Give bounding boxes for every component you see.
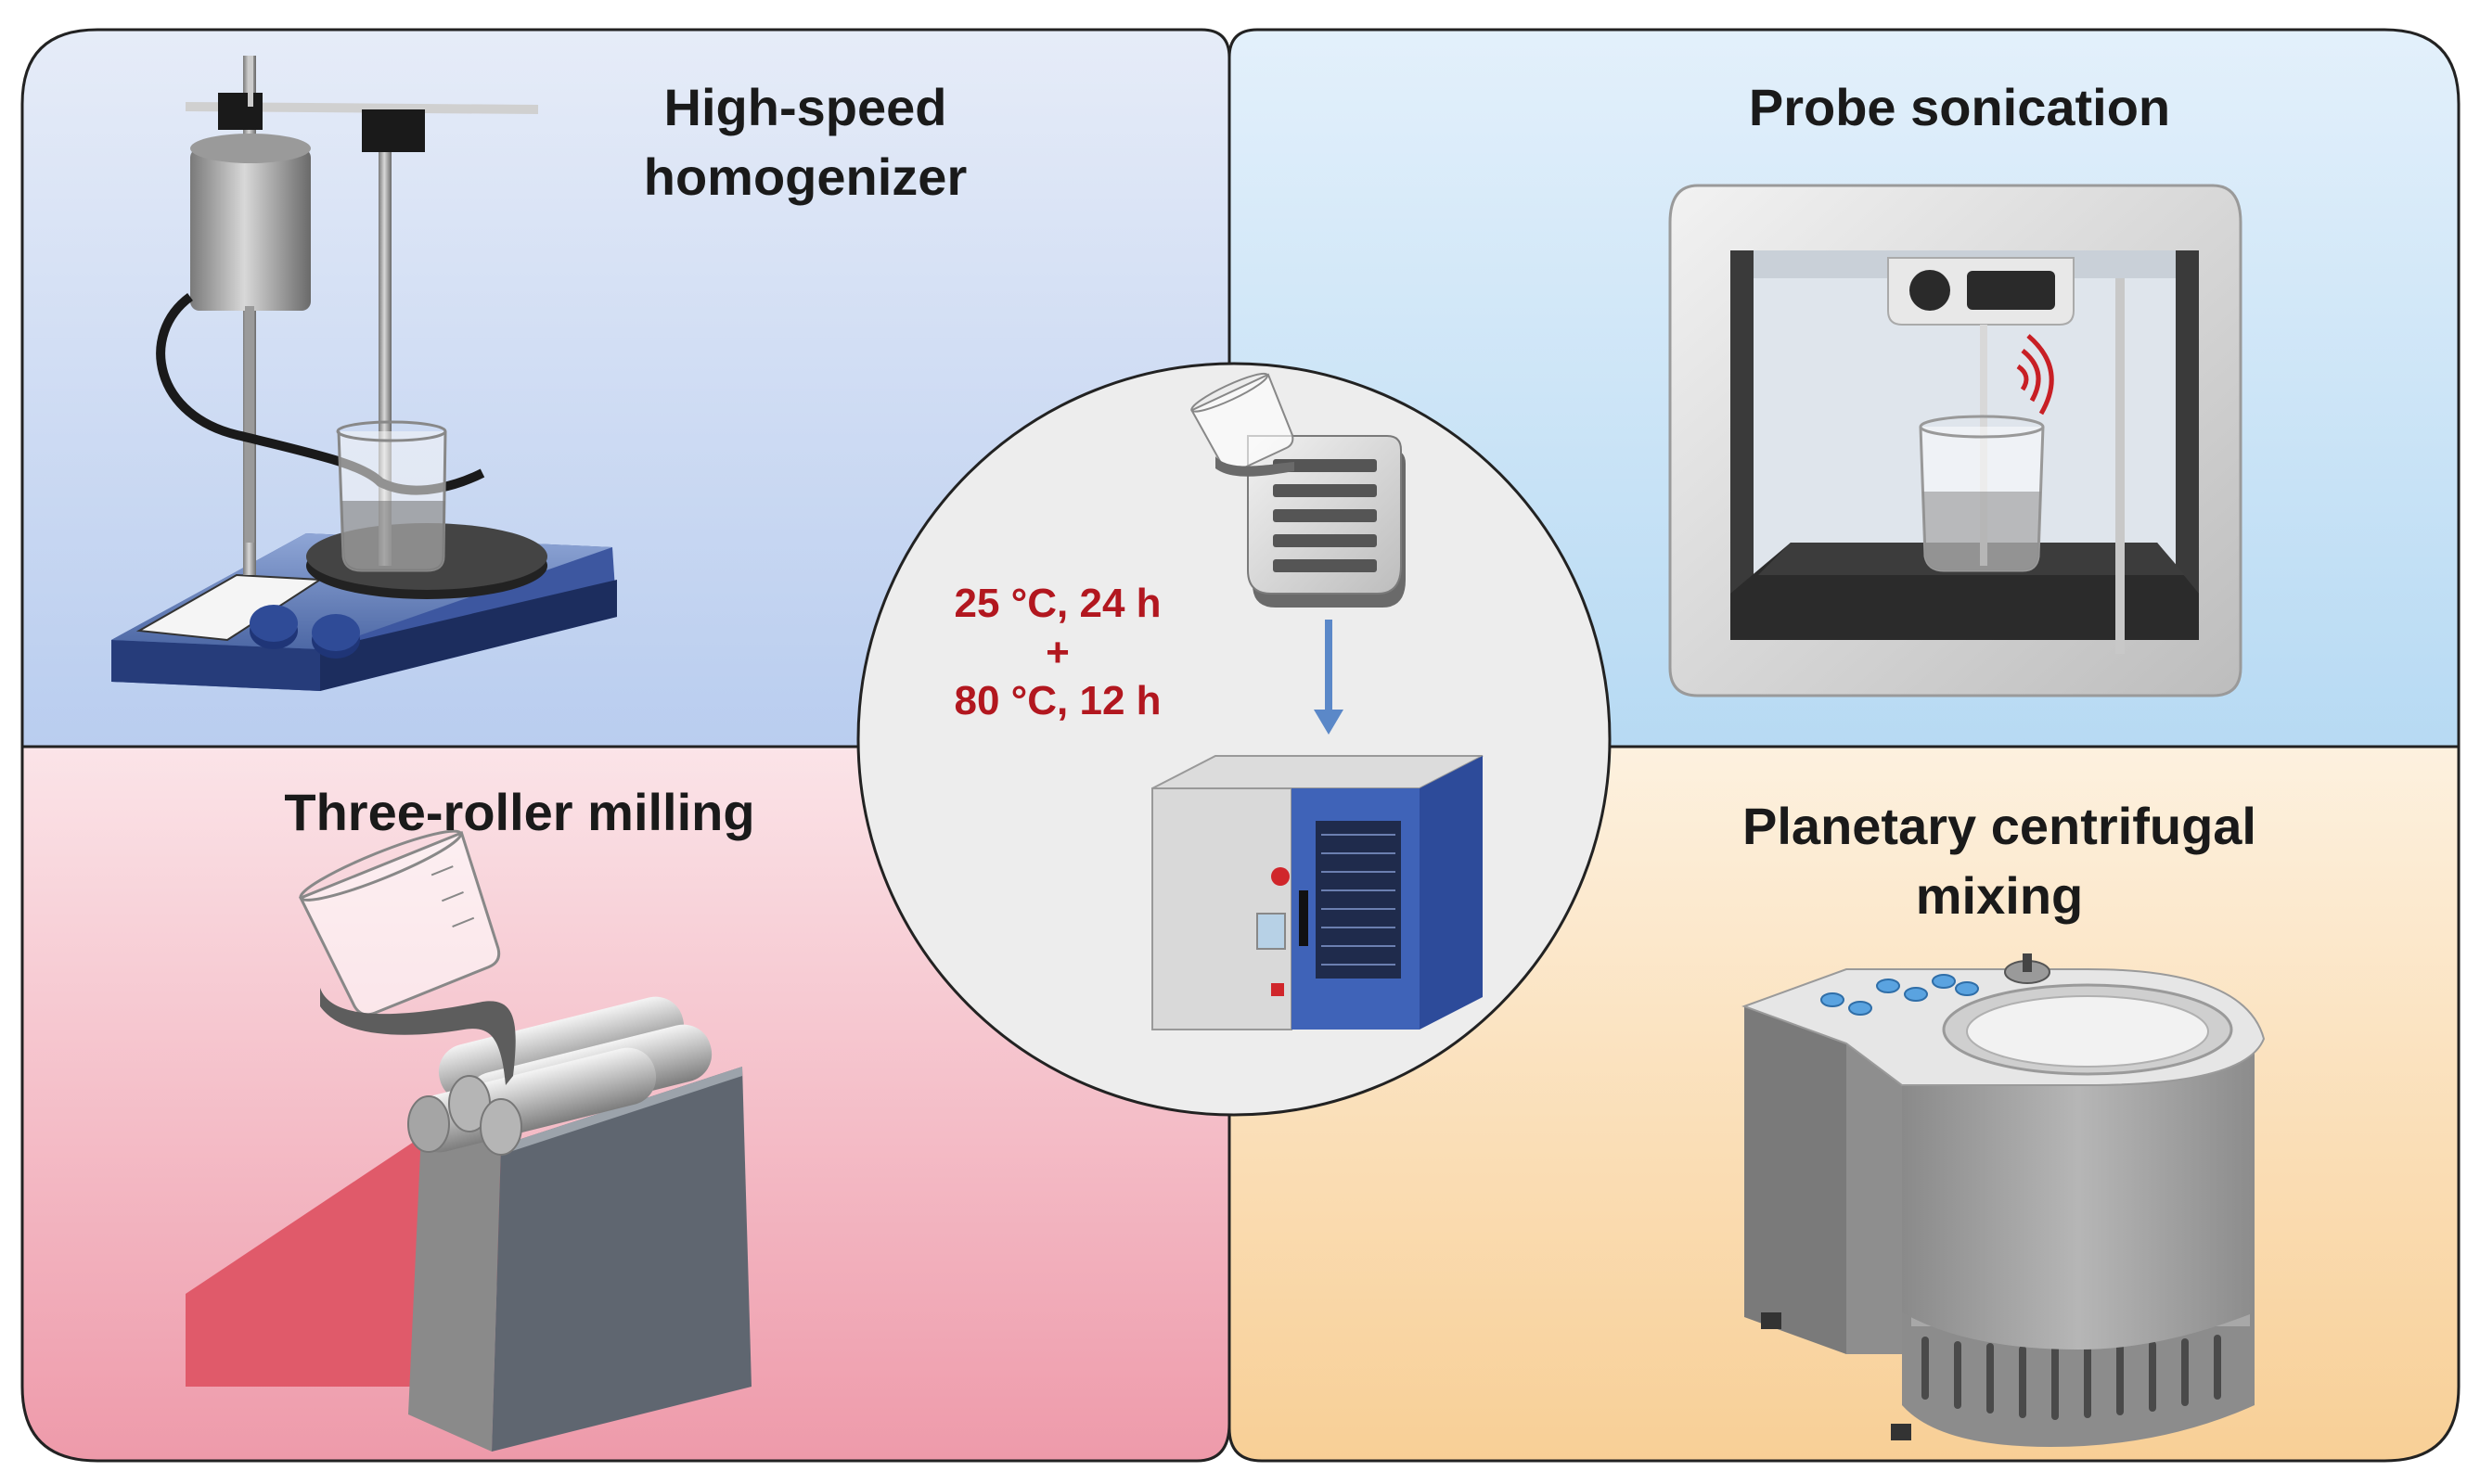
condition-line1: 25 °C, 24 h	[954, 581, 1161, 626]
title-homogenizer-line1: High-speed	[664, 78, 947, 136]
title-planetary-line2: mixing	[1916, 866, 2083, 925]
title-three-roller-milling: Three-roller milling	[284, 783, 754, 841]
condition-line2: 80 °C, 12 h	[954, 678, 1161, 723]
condition-plus: +	[1046, 630, 1070, 675]
three-roll-mill-icon	[186, 829, 752, 1452]
title-homogenizer-line2: homogenizer	[644, 147, 967, 206]
beaker-icon	[1190, 372, 1294, 477]
down-arrow-icon	[1314, 620, 1343, 735]
sonicator-icon	[1668, 184, 2242, 697]
homogenizer-icon	[111, 56, 617, 691]
title-planetary-line1: Planetary centrifugal	[1742, 797, 2256, 855]
oven-icon	[1151, 755, 1484, 1030]
centrifugal-mixer-icon	[1741, 953, 2266, 1447]
mold-icon	[1247, 435, 1406, 608]
title-probe-sonication: Probe sonication	[1749, 78, 2170, 136]
